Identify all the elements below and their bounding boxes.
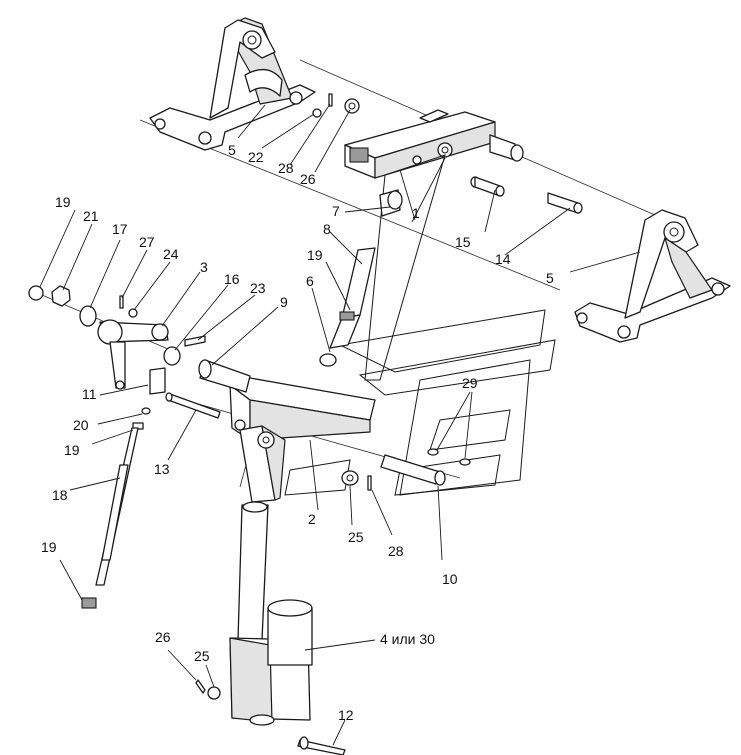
- callout-3: 3: [200, 259, 208, 275]
- callout-25-bottom: 25: [194, 648, 210, 664]
- callout-13: 13: [154, 461, 170, 477]
- callout-21: 21: [83, 208, 99, 224]
- callout-16: 16: [224, 271, 240, 287]
- callout-8: 8: [323, 221, 331, 237]
- callout-labels: 1 2 3 4 или 30 5 5 6 7 8 9 10 11 12 13 1…: [41, 142, 554, 723]
- callout-27: 27: [139, 234, 155, 250]
- callout-20: 20: [73, 417, 89, 433]
- rod-assembly: [319, 189, 403, 367]
- lift-cylinder: [229, 501, 313, 726]
- cross-beam: [344, 109, 583, 214]
- callout-12: 12: [338, 707, 354, 723]
- frame-panels: [284, 154, 556, 496]
- callout-4-or-30: 4 или 30: [380, 631, 435, 647]
- callout-15: 15: [455, 234, 471, 250]
- callout-9: 9: [280, 294, 288, 310]
- small-parts-left: [28, 285, 206, 366]
- callout-26-bottom: 26: [155, 629, 171, 645]
- callout-19-low: 19: [64, 442, 80, 458]
- callout-2: 2: [308, 511, 316, 527]
- callout-23: 23: [250, 280, 266, 296]
- callout-19-top: 19: [55, 194, 71, 210]
- callout-14: 14: [495, 251, 511, 267]
- adjust-rod: [81, 407, 151, 609]
- callout-11: 11: [82, 386, 97, 402]
- callout-22: 22: [248, 149, 264, 165]
- callout-18: 18: [52, 487, 68, 503]
- callout-26-top: 26: [300, 171, 316, 187]
- bushing: [198, 359, 251, 393]
- pin-10: [380, 454, 446, 486]
- bracket-right: [574, 209, 731, 343]
- seat-frame: [229, 377, 376, 503]
- callout-28-top: 28: [278, 160, 294, 176]
- callout-19-bottom: 19: [41, 539, 57, 555]
- callout-19-mid: 19: [307, 247, 323, 263]
- callout-1: 1: [412, 205, 420, 221]
- callout-6: 6: [306, 273, 314, 289]
- callout-28-mid: 28: [388, 543, 404, 559]
- bottom-pin: [195, 679, 346, 755]
- callout-5-right: 5: [546, 270, 554, 286]
- callout-7: 7: [332, 203, 340, 219]
- callout-5-top: 5: [228, 142, 236, 158]
- callout-17: 17: [112, 221, 128, 237]
- callout-25-mid: 25: [348, 529, 364, 545]
- fasteners-misc: [312, 93, 471, 491]
- lever-assembly: [97, 319, 169, 395]
- callout-29: 29: [462, 375, 478, 391]
- callout-10: 10: [442, 571, 458, 587]
- pin-13: [165, 392, 221, 419]
- leader-lines: [39, 103, 641, 746]
- callout-24: 24: [163, 246, 179, 262]
- bracket-left: [149, 17, 316, 151]
